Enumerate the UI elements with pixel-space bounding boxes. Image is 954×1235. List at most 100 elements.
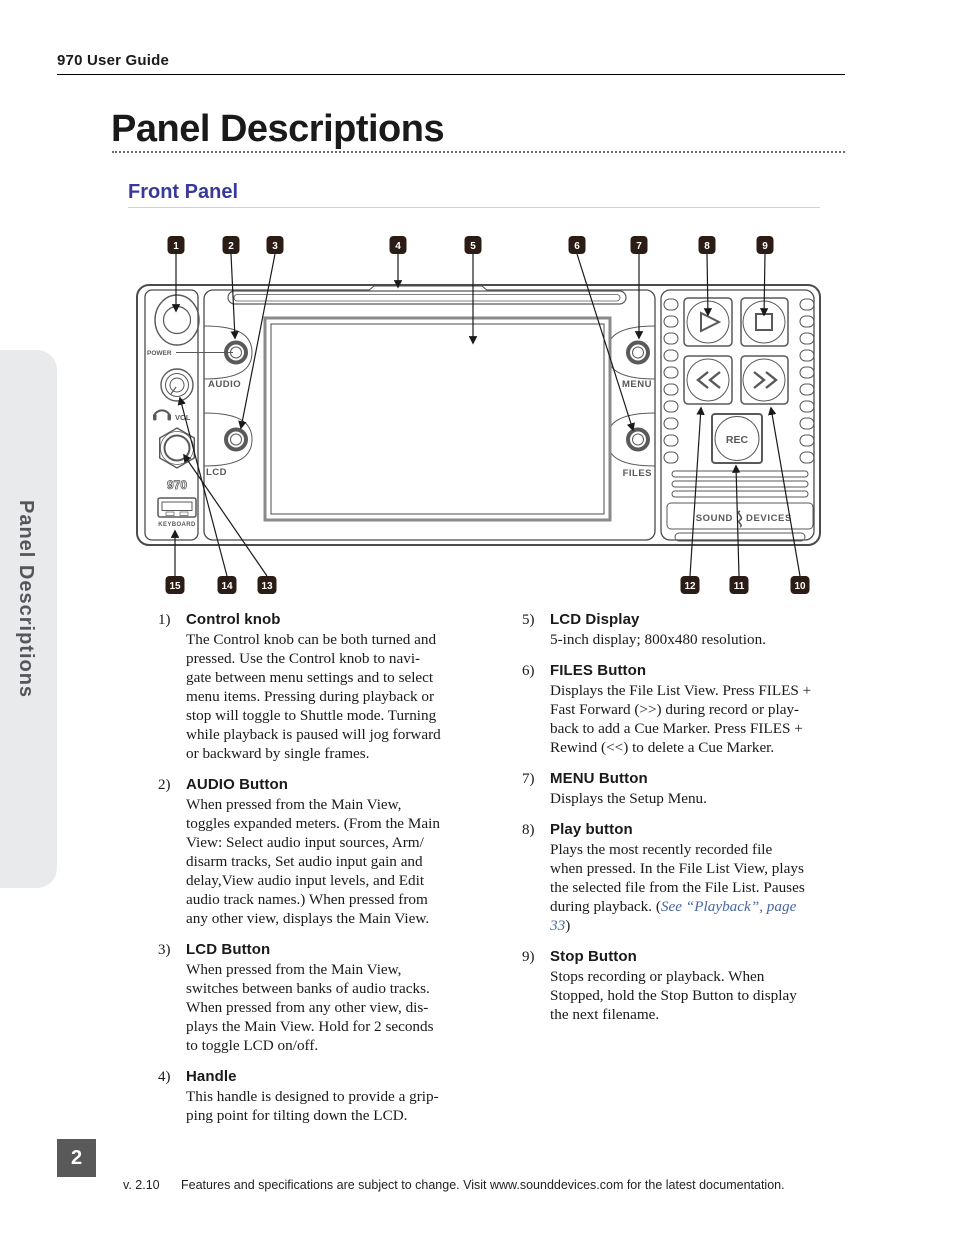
lcd-button-bezel: [203, 412, 253, 467]
item-number: 7): [522, 771, 535, 787]
svg-text:1: 1: [173, 241, 179, 252]
headphone-icon: [153, 409, 171, 421]
page-title: Panel Descriptions: [111, 108, 445, 150]
list-item-control-knob: 1) Control knob The Control knob can be …: [158, 611, 490, 763]
item-body: When pressed from the Main View, switche…: [186, 961, 434, 1054]
callout-badge-15: 15: [165, 576, 185, 594]
lcd-button[interactable]: [224, 427, 248, 452]
item-body: 5-inch display; 800x480 resolution.: [550, 631, 766, 648]
brand-label-right: DEVICES: [746, 513, 792, 524]
lcd-display: [263, 316, 612, 522]
item-number: 5): [522, 612, 535, 628]
item-body: Stops recording or playback. When Stoppe…: [550, 968, 797, 1023]
item-body: Plays the most recently recorded file wh…: [550, 840, 850, 935]
callout-badge-5: 5: [464, 236, 482, 254]
keyboard-label: KEYBOARD: [158, 522, 196, 528]
callout-badge-12: 12: [680, 576, 700, 594]
bottom-slot: [674, 532, 806, 542]
callout-badge-1: 1: [167, 236, 185, 254]
svg-text:9: 9: [762, 241, 768, 252]
item-number: 2): [158, 777, 171, 793]
usb-keyboard-port[interactable]: [157, 497, 197, 518]
fast-forward-button[interactable]: [740, 355, 789, 405]
callout-lines: [170, 253, 801, 577]
callout-badge-11: 11: [729, 576, 749, 594]
rewind-icon: [696, 371, 721, 389]
item-number: 9): [522, 949, 535, 965]
section-title: Front Panel: [128, 181, 239, 203]
vol-label: VOL: [175, 413, 191, 422]
power-label: POWER: [147, 350, 172, 357]
brand-label-left: SOUND: [696, 513, 733, 524]
svg-text:2: 2: [228, 241, 234, 252]
svg-text:3: 3: [272, 241, 278, 252]
audio-button-bezel: [203, 325, 253, 380]
rec-label: REC: [726, 434, 749, 446]
item-number: 1): [158, 612, 171, 628]
menu-button[interactable]: [626, 340, 650, 365]
item-title: LCD Display: [550, 611, 640, 628]
play-icon: [700, 311, 722, 333]
page-number-badge: 2: [57, 1139, 96, 1177]
item-title: Play button: [550, 821, 633, 838]
audio-button[interactable]: [224, 340, 248, 365]
list-item-lcd-button: 3) LCD Button When pressed from the Main…: [158, 941, 490, 1055]
callout-badge-13: 13: [257, 576, 277, 594]
callout-badge-7: 7: [630, 236, 648, 254]
audio-label: AUDIO: [208, 379, 241, 390]
footer-note: Features and specifications are subject …: [181, 1178, 785, 1192]
svg-text:14: 14: [221, 581, 233, 592]
description-column-right: 5) LCD Display 5-inch display; 800x480 r…: [522, 611, 854, 1037]
model-label: 970: [167, 478, 187, 492]
callout-badge-9: 9: [756, 236, 774, 254]
header-title: 970 User Guide: [57, 52, 170, 69]
item-title: Stop Button: [550, 948, 637, 965]
callout-badge-3: 3: [266, 236, 284, 254]
front-panel-diagram: POWER VOL 970 KEYBOARD: [136, 236, 821, 594]
brand-plate: SOUND DEVICES: [666, 502, 814, 542]
heatsink-fins: [663, 298, 815, 498]
item-body: Displays the File List View. Press FILES…: [550, 682, 812, 756]
body-text: Plays the most recently recorded file wh…: [550, 841, 805, 915]
callout-badge-14: 14: [217, 576, 237, 594]
chapter-side-tab: Panel Descriptions: [0, 350, 57, 888]
item-title: MENU Button: [550, 770, 648, 787]
section-rule: [128, 207, 820, 208]
files-button[interactable]: [626, 427, 650, 452]
item-body: When pressed from the Main View, toggles…: [186, 796, 440, 927]
callout-badge-6: 6: [568, 236, 586, 254]
list-item-files-button: 6) FILES Button Displays the File List V…: [522, 662, 854, 757]
item-number: 6): [522, 663, 535, 679]
headphone-jack[interactable]: [159, 427, 196, 469]
svg-text:13: 13: [261, 581, 273, 592]
lcd-label: LCD: [206, 467, 227, 478]
item-title: Control knob: [186, 611, 281, 628]
description-column-left: 1) Control knob The Control knob can be …: [158, 611, 490, 1138]
headphone-volume-knob[interactable]: [160, 368, 194, 402]
callout-badge-4: 4: [389, 236, 407, 254]
footer-version: v. 2.10: [123, 1178, 160, 1192]
callout-badge-10: 10: [790, 576, 810, 594]
item-body: Displays the Setup Menu.: [550, 790, 707, 807]
callout-badge-2: 2: [222, 236, 240, 254]
svg-text:7: 7: [636, 241, 642, 252]
svg-text:5: 5: [470, 241, 476, 252]
svg-text:11: 11: [734, 581, 745, 592]
svg-text:8: 8: [704, 241, 710, 252]
callout-badge-8: 8: [698, 236, 716, 254]
item-number: 3): [158, 942, 171, 958]
menu-label: MENU: [622, 379, 652, 390]
rec-button[interactable]: REC: [711, 413, 763, 464]
svg-text:6: 6: [574, 241, 580, 252]
svg-text:12: 12: [684, 581, 696, 592]
item-number: 8): [522, 822, 535, 838]
rewind-button[interactable]: [683, 355, 733, 405]
item-title: Handle: [186, 1068, 237, 1085]
sound-devices-logo-mark: [737, 510, 743, 528]
item-title: FILES Button: [550, 662, 647, 679]
title-dotted-rule: [112, 151, 845, 153]
playback-xref-link[interactable]: See “Playback”, page 33: [550, 898, 797, 934]
files-label: FILES: [623, 468, 652, 479]
svg-text:4: 4: [395, 241, 401, 252]
